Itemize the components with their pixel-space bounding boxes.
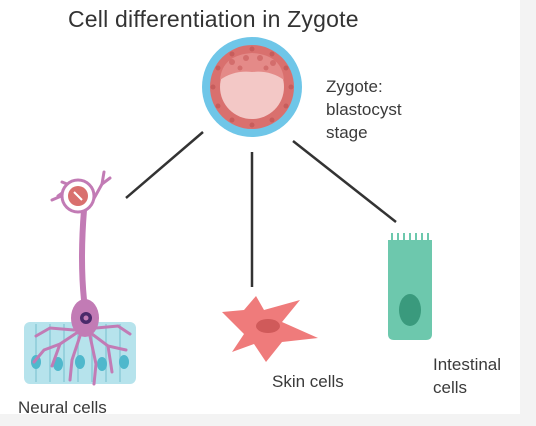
zygote-label-line-2: blastocyst xyxy=(326,100,402,119)
connector-intestinal xyxy=(292,140,397,223)
connector-lines xyxy=(125,131,397,287)
background-strip-right xyxy=(520,0,536,426)
intestinal-label-line-1: Intestinal xyxy=(433,355,502,374)
zygote-label-line-1: Zygote: xyxy=(326,77,383,96)
intestinal-cell-icon xyxy=(388,233,432,340)
skin-cell-icon xyxy=(222,296,318,362)
blastocyst-icon xyxy=(202,37,302,137)
background-strip-bottom xyxy=(0,414,536,426)
neural-cell-icon xyxy=(24,170,136,386)
diagram-title: Cell differentiation in Zygote xyxy=(68,6,359,32)
zygote-label-line-3: stage xyxy=(326,123,368,142)
neural-cells-label: Neural cells xyxy=(18,398,107,417)
skin-cells-label: Skin cells xyxy=(272,372,344,391)
connector-neural xyxy=(125,131,204,199)
intestinal-label-line-2: cells xyxy=(433,378,468,397)
zygote-label: Zygote: blastocyst stage xyxy=(326,75,402,144)
intestinal-cells-label: Intestinal cells xyxy=(433,353,501,399)
